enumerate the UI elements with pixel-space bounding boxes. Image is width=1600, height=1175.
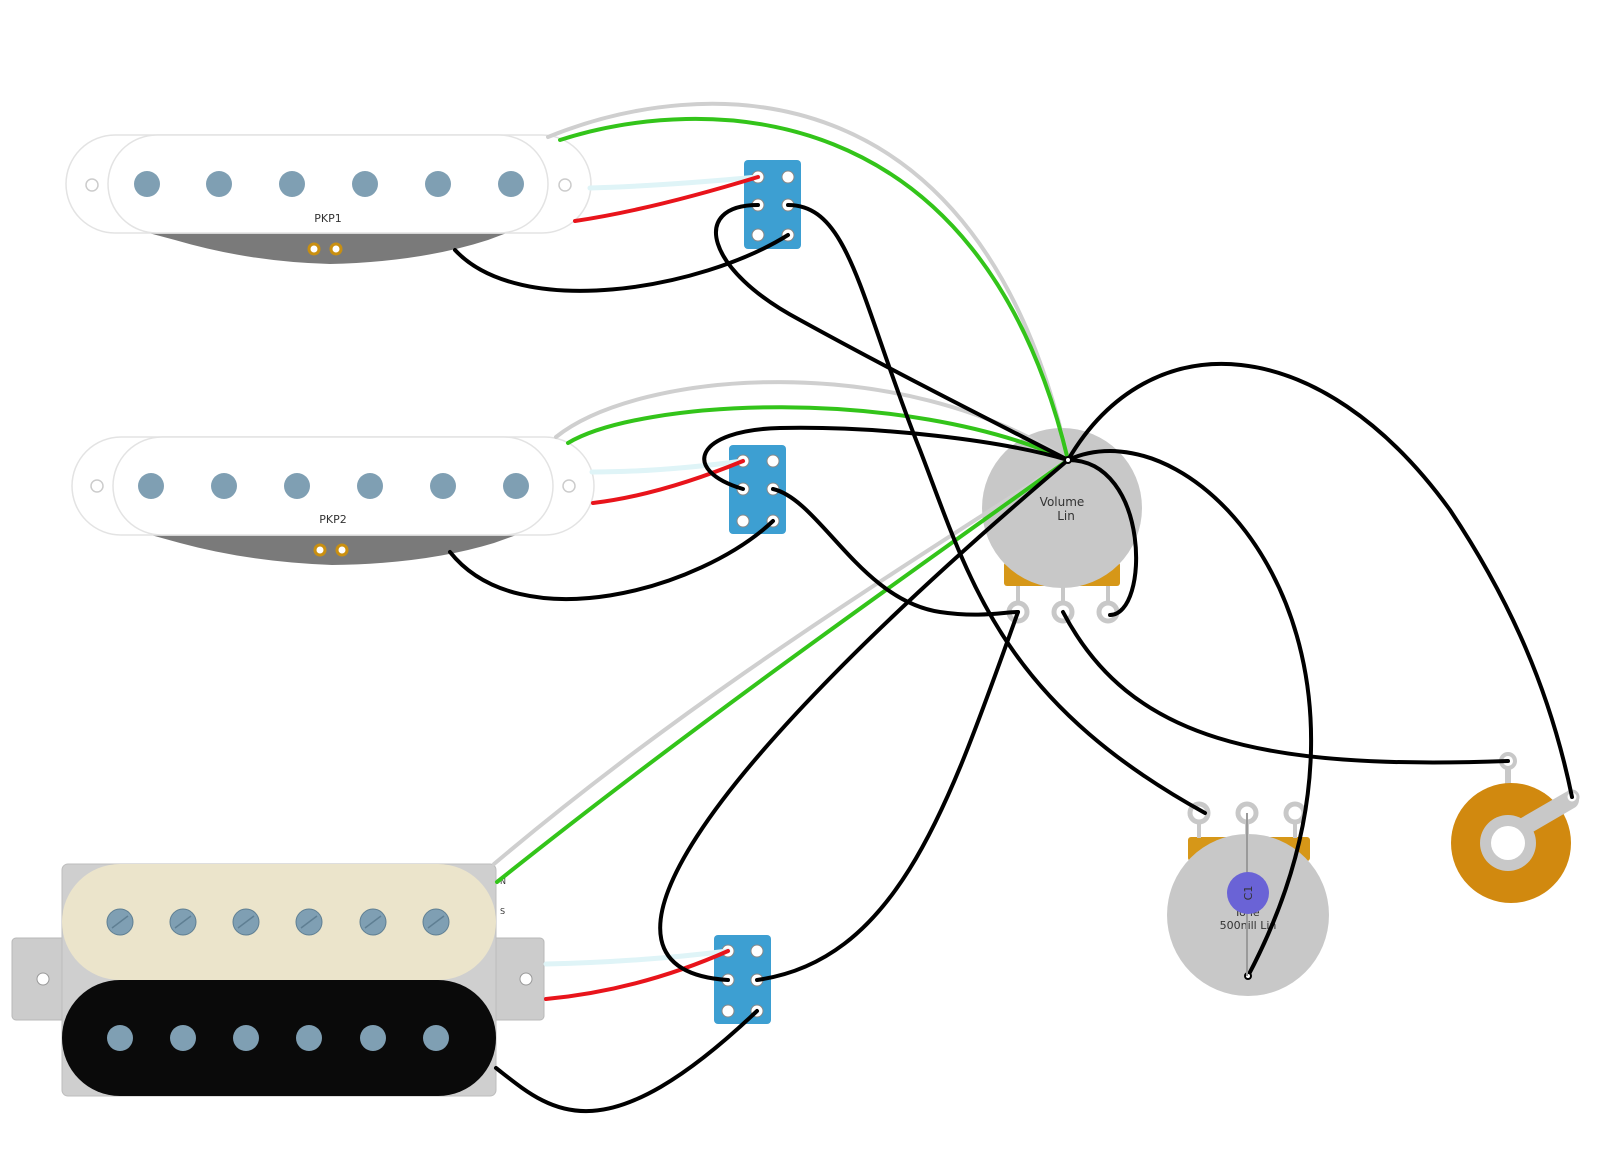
wire-black-sw1-loop xyxy=(714,203,1070,462)
wire-gray-pkp1 xyxy=(546,101,1070,462)
wire-red-pkp2 xyxy=(591,459,745,505)
wire-white-pkp1 xyxy=(587,174,761,191)
wire-black-sw2-loop xyxy=(702,425,1070,491)
wire-white-hum xyxy=(543,948,731,967)
humbucker-north-mark: N xyxy=(500,877,506,886)
wire-gray-hum xyxy=(492,458,1070,866)
pickup-humbucker: N S xyxy=(11,863,545,1097)
wire-black-pkp1-cold xyxy=(453,233,790,293)
wire-black-vol-to-jack-tip xyxy=(1061,610,1510,765)
volume-pot-taper: Lin xyxy=(1057,509,1075,523)
wire-white-pkp2 xyxy=(589,458,746,475)
wire-black-vol-to-jack-ground xyxy=(1066,361,1574,799)
wire-green-hum xyxy=(495,458,1070,884)
tone-pot-overlap-text: ill xyxy=(1248,919,1257,932)
wire-black-pkp2-cold xyxy=(448,519,775,601)
tone-capacitor: C1 xyxy=(1227,813,1269,976)
tone-pot-value-text: 500n xyxy=(1220,919,1248,932)
pkp2-label: PKP2 xyxy=(319,513,346,526)
wire-black-sw2-to-vol xyxy=(771,487,1020,617)
wire-green-pkp2 xyxy=(566,405,1070,462)
wire-black-vol-to-tone xyxy=(1066,449,1314,978)
pkp1-label: PKP1 xyxy=(314,212,341,225)
output-jack xyxy=(1451,752,1580,903)
wire-red-hum xyxy=(544,949,730,1001)
pickup-pkp2: PKP2 xyxy=(71,436,595,565)
wire-black-sw1-to-vol xyxy=(786,203,1207,815)
volume-pot: Volume Lin xyxy=(982,428,1142,624)
wire-red-pkp1 xyxy=(573,175,760,223)
wire-black-sw3-to-vol xyxy=(755,610,1020,982)
wires xyxy=(448,101,1574,1114)
humbucker-south-mark: S xyxy=(500,907,505,916)
tone-capacitor-label: C1 xyxy=(1242,886,1255,901)
pickup-pkp1: PKP1 xyxy=(65,134,592,264)
wire-black-hum-cold xyxy=(494,1009,759,1114)
volume-pot-name: Volume xyxy=(1040,495,1085,509)
wire-black-vol-lug3 xyxy=(1066,458,1139,617)
wire-green-pkp1 xyxy=(558,116,1070,462)
wire-black-sw3-loop xyxy=(658,458,1070,982)
